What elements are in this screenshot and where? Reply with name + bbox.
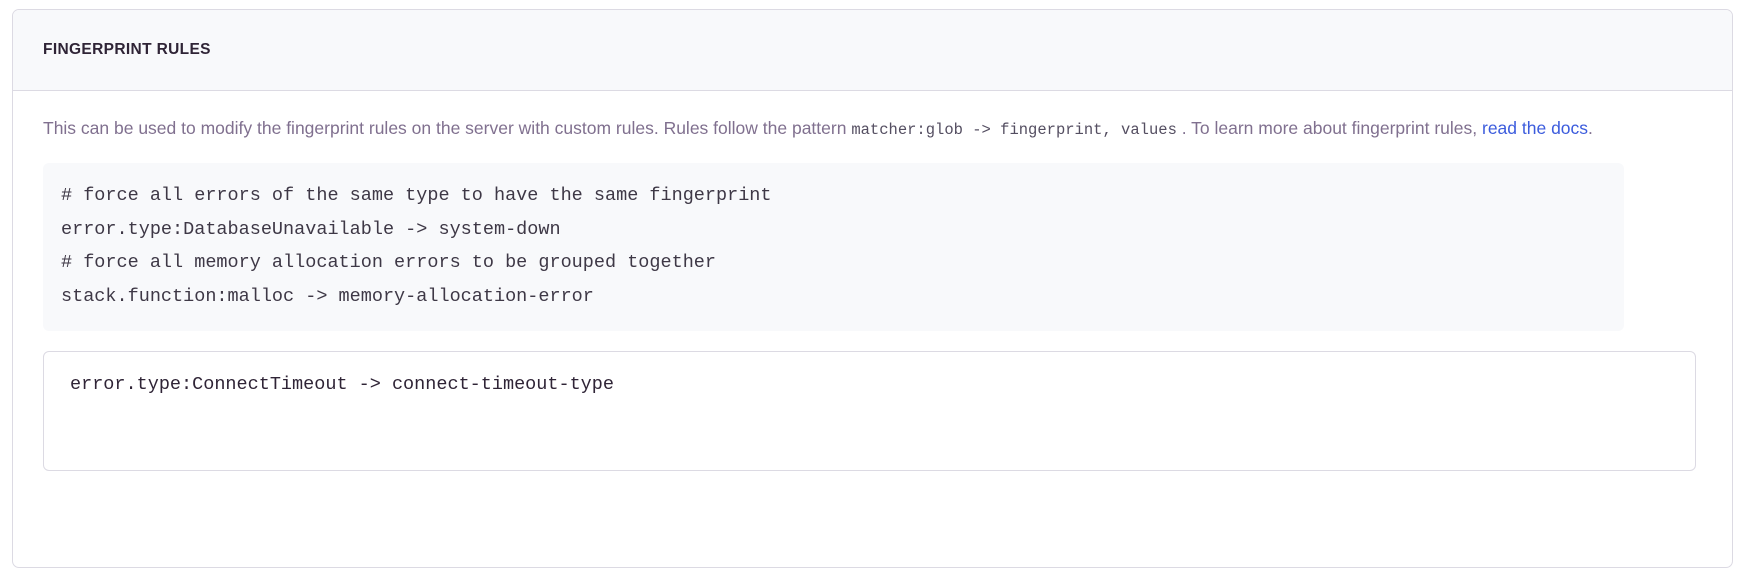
description-text-part-2: . To learn more about fingerprint rules, <box>1176 118 1482 138</box>
fingerprint-rules-input[interactable] <box>43 351 1696 472</box>
panel-description: This can be used to modify the fingerpri… <box>43 113 1643 144</box>
example-rules-code-block: # force all errors of the same type to h… <box>43 162 1624 332</box>
description-text-part-1: This can be used to modify the fingerpri… <box>43 118 852 138</box>
read-the-docs-link[interactable]: read the docs <box>1482 118 1589 138</box>
panel-header: Fingerprint Rules <box>13 10 1732 91</box>
description-text-part-3: . <box>1588 118 1593 138</box>
description-inline-code: matcher:glob -> fingerprint, values <box>851 121 1177 139</box>
fingerprint-rules-panel: Fingerprint Rules This can be used to mo… <box>12 9 1733 568</box>
page-title: Fingerprint Rules <box>43 41 211 59</box>
panel-body: This can be used to modify the fingerpri… <box>13 91 1732 472</box>
